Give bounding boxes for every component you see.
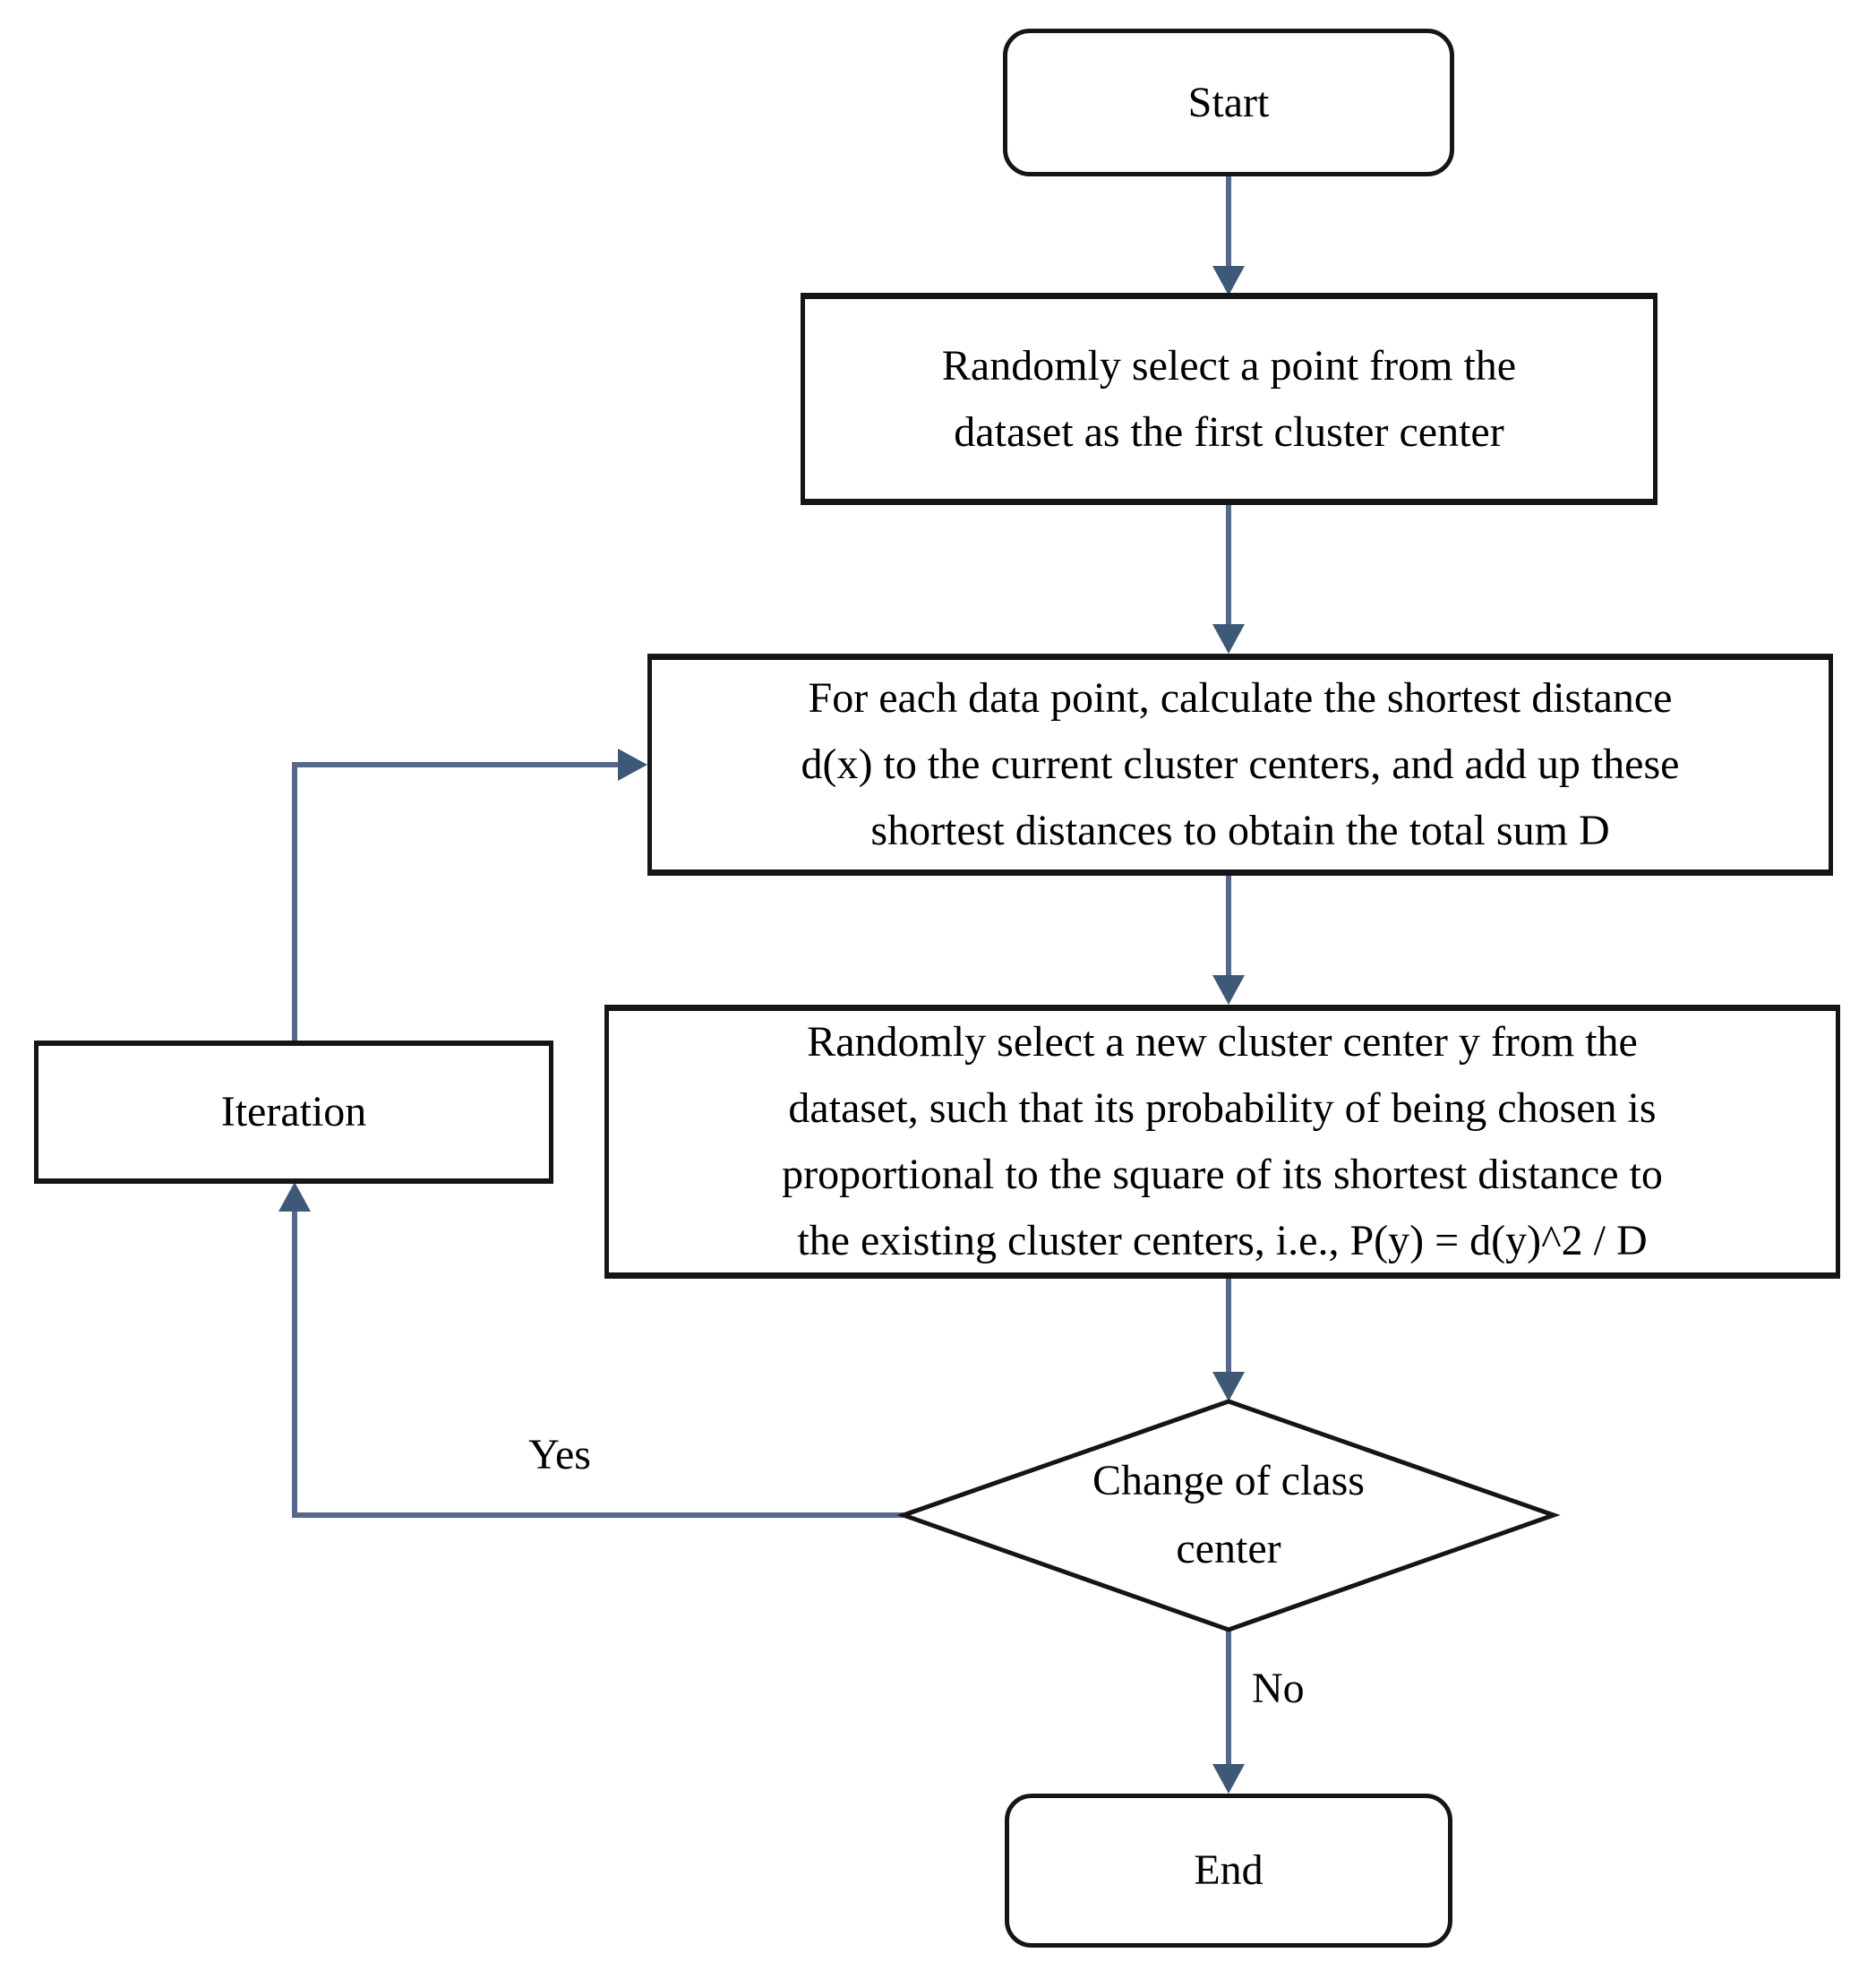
node-text-line: dataset, such that its probability of be… — [788, 1084, 1657, 1132]
arrowhead-down-icon — [1212, 624, 1245, 654]
node-select-first-center: Randomly select a point from the dataset… — [801, 293, 1658, 505]
arrowhead-down-icon — [1212, 266, 1245, 296]
node-text-line: Randomly select a point from the — [941, 341, 1517, 390]
diamond-outline — [896, 1399, 1561, 1632]
arrowhead-down-icon — [1212, 1372, 1245, 1401]
arrowhead-right-icon — [618, 749, 647, 781]
node-decision: Change of class center — [888, 1390, 1569, 1640]
node-start: Start — [1003, 29, 1454, 176]
node-text-line: For each data point, calculate the short… — [808, 674, 1673, 722]
node-text-line: Change of class — [1092, 1457, 1365, 1504]
node-start-label: Start — [1187, 78, 1270, 126]
edge-iteration-to-compute — [292, 762, 621, 1041]
node-text-line: dataset as the first cluster center — [954, 407, 1504, 456]
node-text-line: proportional to the square of its shorte… — [782, 1151, 1663, 1198]
edge-label-no: No — [1252, 1665, 1305, 1712]
edge-decision-to-iteration — [292, 1209, 904, 1518]
arrowhead-down-icon — [1212, 1764, 1245, 1794]
node-select-new-center: Randomly select a new cluster center y f… — [604, 1005, 1840, 1279]
node-text-line: Randomly select a new cluster center y f… — [807, 1018, 1638, 1066]
node-compute-distances: For each data point, calculate the short… — [647, 654, 1833, 876]
node-text-line: center — [1176, 1525, 1281, 1572]
node-decision-text: Change of class center — [888, 1390, 1569, 1640]
decision-diamond-shape — [896, 1399, 1561, 1632]
node-iteration-label: Iteration — [220, 1088, 367, 1135]
node-text-line: shortest distances to obtain the total s… — [870, 807, 1610, 854]
arrowhead-down-icon — [1212, 975, 1245, 1005]
node-end-label: End — [1194, 1846, 1264, 1894]
node-end: End — [1005, 1794, 1452, 1948]
edge-label-yes: Yes — [528, 1431, 591, 1478]
arrowhead-up-icon — [278, 1182, 311, 1212]
node-text-line: d(x) to the current cluster centers, and… — [801, 741, 1680, 788]
node-iteration: Iteration — [34, 1041, 553, 1184]
node-text-line: the existing cluster centers, i.e., P(y)… — [797, 1217, 1648, 1264]
